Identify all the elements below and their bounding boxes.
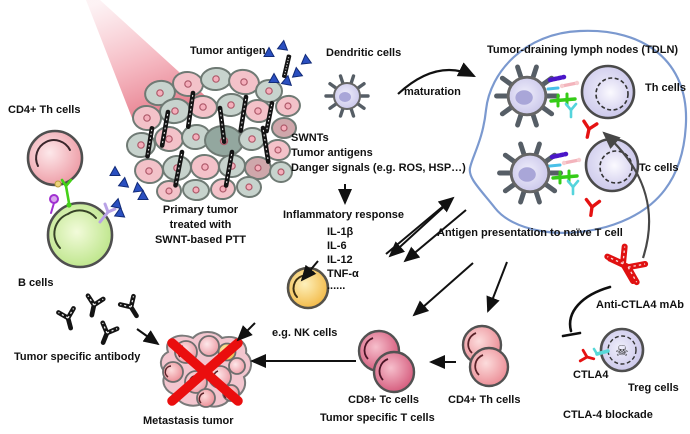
- red-antibody-icon: [579, 119, 599, 141]
- primary-tumor-line1: Primary tumor: [162, 204, 239, 216]
- cd8-tc-cells-label: CD8+ Tc cells: [348, 394, 420, 406]
- metastasis-tumor-label: Metastasis tumor: [143, 415, 234, 427]
- dendritic-cell-icon: [500, 144, 561, 202]
- red-antibody-icon: [582, 197, 602, 218]
- tumor-specific-t-cells-label: Tumor specific T cells: [320, 412, 435, 424]
- tc-cell-icon: [584, 137, 640, 193]
- red-antibody-icon: [578, 348, 597, 366]
- antigen-presentation-receptors: [546, 74, 580, 119]
- tc-cells-label: Tc cells: [639, 162, 679, 174]
- anti-ctla4-antibody-icon: [604, 243, 649, 286]
- cd4-th-left-label: CD4+ Th cells: [8, 104, 81, 116]
- cd4-th-cell-icon: [26, 129, 84, 187]
- th-cells-label: Th cells: [645, 82, 686, 94]
- cd4-th-cells-icon: [461, 324, 510, 388]
- cell-receptors: [49, 178, 117, 224]
- cd8-tc-cells-icon: [357, 329, 416, 394]
- b-cell-icon: [46, 201, 114, 269]
- treg-cells-label: Treg cells: [628, 382, 679, 394]
- cytokine-ellipsis: ......: [327, 280, 346, 292]
- mab-to-tdln-arrow: [602, 131, 651, 259]
- antigen-presentation-label: Antigen presentation to naïve T cell: [437, 227, 623, 239]
- cytokine-il12: IL-12: [327, 254, 353, 266]
- tumor-antigen-label: Tumor antigen: [190, 45, 266, 57]
- cd4-th-cells-label: CD4+ Th cells: [448, 394, 521, 406]
- dendritic-cell-icon: [324, 74, 370, 118]
- flow-arrows: [136, 184, 508, 369]
- tumor-antigens-label: Tumor antigens: [291, 147, 373, 159]
- tumor-specific-antibody-label: Tumor specific antibody: [14, 351, 141, 363]
- primary-tumor-line2: treated with: [169, 219, 232, 231]
- dendritic-cell-icon: [497, 67, 558, 125]
- red-x-icon: [167, 338, 243, 406]
- ctla4-label: CTLA4: [573, 369, 609, 381]
- cytokine-tnfa: TNF-α: [327, 268, 359, 280]
- ctla4-blockade-label: CTLA-4 blockade: [563, 409, 653, 421]
- tdln-boundary: [468, 29, 688, 234]
- th-cell-icon: [580, 64, 636, 120]
- skull-icon: ☠: [615, 342, 628, 360]
- eg-nk-cells-label: e.g. NK cells: [272, 327, 338, 339]
- primary-tumor-label: Primary tumor treated with SWNT-based PT…: [128, 203, 273, 248]
- inhibition-arrow: [561, 285, 612, 338]
- dendritic-cells-label: Dendritic cells: [326, 47, 402, 59]
- danger-signals-label: Danger signals (e.g. ROS, HSP…): [291, 162, 466, 174]
- swnts-label: SWNTs: [291, 132, 329, 144]
- cytokine-il6: IL-6: [327, 240, 347, 252]
- cytokine-il1b: IL-1β: [327, 226, 354, 238]
- ctla4-receptor-icon: [592, 347, 610, 356]
- anti-ctla4-mab-label: Anti-CTLA4 mAb: [596, 299, 684, 311]
- b-cells-label: B cells: [18, 277, 54, 289]
- inflammatory-response-label: Inflammatory response: [283, 209, 405, 221]
- black-antibody-icons: [58, 296, 143, 346]
- primary-tumor-line3: SWNT-based PTT: [154, 234, 247, 246]
- tumor-antigen-triangle: [110, 197, 124, 209]
- tdln-label: Tumor-draining lymph nodes (TDLN): [487, 44, 679, 56]
- maturation-arrow: [397, 62, 476, 95]
- antigen-presentation-receptors: [548, 151, 582, 196]
- maturation-label: maturation: [404, 86, 461, 98]
- treg-cell-icon: ☠: [599, 327, 645, 373]
